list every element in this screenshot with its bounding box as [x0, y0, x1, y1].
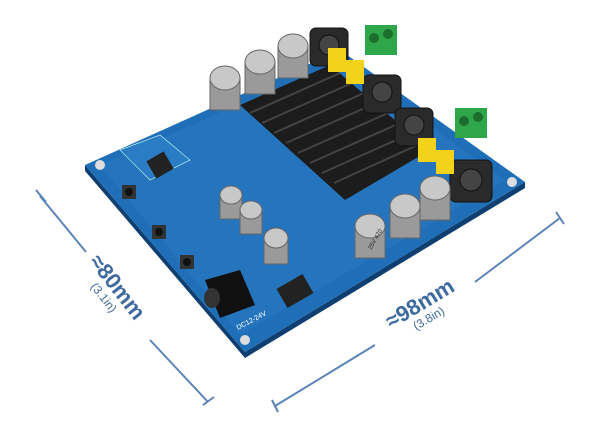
- heatsink: [240, 65, 430, 200]
- width-line-top: [39, 195, 87, 253]
- width-line-bottom: [149, 339, 209, 403]
- speaker-terminals: [365, 25, 487, 138]
- pcb-board: DC12-24V: [85, 25, 525, 358]
- length-line-right: [474, 217, 561, 283]
- dimension-lines: [35, 189, 565, 413]
- length-line-left: [274, 344, 376, 407]
- capacitors: 25V 470: [209, 33, 451, 265]
